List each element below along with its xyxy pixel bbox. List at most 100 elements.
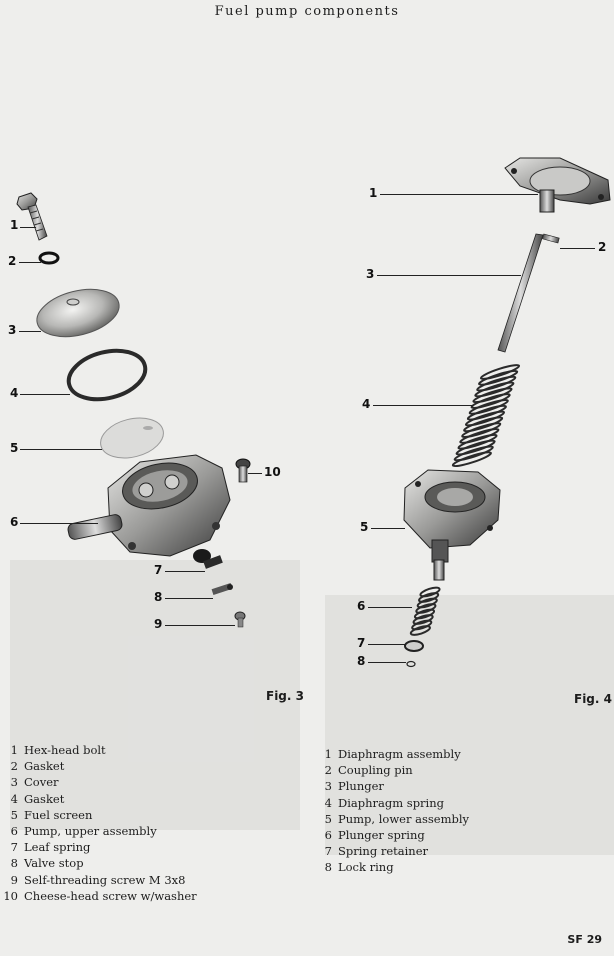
- fig3-callout-1: 1: [10, 218, 19, 232]
- fig4-leader-4: [373, 405, 473, 406]
- parts-list-item: 8 Valve stop: [2, 855, 197, 871]
- fig4-callout-1: 1: [369, 186, 378, 200]
- parts-list-item: 1 Diaphragm assembly: [316, 746, 469, 762]
- fig3-callout-6: 6: [10, 515, 19, 529]
- parts-list-label: Pump, upper assembly: [24, 824, 157, 839]
- fig4-callout-5: 5: [360, 520, 369, 534]
- fig4-callout-3: 3: [366, 267, 375, 281]
- parts-list-number: 8: [324, 860, 332, 875]
- plunger-part: [497, 233, 544, 353]
- bleed-through-left: [10, 560, 300, 830]
- pump-upper-assembly-part: [67, 454, 231, 557]
- parts-list-item: 3 Plunger: [316, 778, 469, 794]
- fig4-callout-6: 6: [357, 599, 366, 613]
- diaphragm-spring-part: [451, 364, 521, 468]
- fig3-leader-7: [165, 571, 205, 572]
- parts-list-label: Gasket: [24, 759, 65, 774]
- parts-list-label: Pump, lower assembly: [338, 811, 470, 826]
- parts-list-item: 2 Gasket: [2, 758, 197, 774]
- parts-list-number: 6: [10, 824, 18, 839]
- parts-list-label: Plunger spring: [338, 828, 425, 843]
- parts-list-item: 9 Self-threading screw M 3x8: [2, 872, 197, 888]
- fig3-leader-6: [20, 523, 98, 524]
- fig4-callout-4: 4: [362, 397, 371, 411]
- cover-part: [36, 288, 120, 338]
- fig3-callout-7: 7: [154, 563, 163, 577]
- lock-ring-part: [406, 660, 416, 668]
- fig4-leader-1: [380, 194, 538, 195]
- fig4-leader-5: [371, 528, 405, 529]
- self-threading-screw-part: [234, 611, 246, 628]
- fig4-callout-7: 7: [357, 636, 366, 650]
- fig3-leader-5: [20, 449, 102, 450]
- fig3-leader-10: [248, 473, 262, 474]
- parts-list-number: 3: [324, 779, 332, 794]
- parts-list-label: Fuel screen: [24, 807, 93, 822]
- page-number: SF 29: [567, 933, 602, 946]
- parts-list-number: 4: [10, 791, 18, 806]
- page-title: Fuel pump components: [214, 4, 400, 19]
- parts-list-item: 4 Diaphragm spring: [316, 795, 469, 811]
- fig3-caption: Fig. 3: [266, 689, 304, 703]
- parts-list-label: Gasket: [24, 791, 65, 806]
- parts-list-number: 2: [324, 763, 332, 778]
- fig4-leader-3: [377, 275, 521, 276]
- fig4-callout-2: 2: [598, 240, 607, 254]
- parts-list-label: Plunger: [338, 779, 384, 794]
- diaphragm-assembly-part: [504, 157, 611, 213]
- parts-list-label: Leaf spring: [24, 840, 91, 855]
- fig3-leader-8: [165, 598, 213, 599]
- parts-list-item: 6 Pump, upper assembly: [2, 823, 197, 839]
- parts-list-number: 2: [10, 759, 18, 774]
- cheese-head-screw-part: [235, 458, 251, 483]
- fig3-callout-8: 8: [154, 590, 163, 604]
- parts-list-label: Spring retainer: [338, 844, 429, 859]
- parts-list-label: Cover: [24, 775, 59, 790]
- fig3-leader-9: [165, 625, 235, 626]
- parts-list-number: 7: [324, 844, 332, 859]
- parts-list-number: 9: [10, 872, 18, 887]
- fig3-callout-5: 5: [10, 441, 19, 455]
- parts-list-label: Diaphragm assembly: [338, 747, 461, 761]
- gasket-large-part: [66, 348, 148, 402]
- parts-list-number: 7: [10, 840, 18, 855]
- fig3-callout-4: 4: [10, 386, 19, 400]
- parts-list-item: 5 Fuel screen: [2, 807, 197, 823]
- fig3-leader-2: [19, 262, 41, 263]
- parts-list-label: Valve stop: [24, 856, 84, 871]
- parts-list-number: 1: [10, 743, 18, 757]
- fig3-callout-2: 2: [8, 254, 17, 268]
- parts-list-item: 4 Gasket: [2, 791, 197, 807]
- valve-stop-part: [211, 583, 233, 595]
- fig3-leader-4: [20, 394, 70, 395]
- parts-list-label: Self-threading screw M 3x8: [24, 872, 186, 887]
- parts-list-number: 5: [324, 811, 332, 826]
- parts-list-label: Diaphragm spring: [338, 795, 445, 810]
- fig3-leader-1: [20, 227, 36, 228]
- fig3-callout-3: 3: [8, 323, 17, 337]
- hex-head-bolt-part: [16, 192, 48, 241]
- parts-list-number: 4: [324, 795, 332, 810]
- fig4-callout-8: 8: [357, 654, 366, 668]
- bleed-through-right: [325, 595, 614, 855]
- fig4-leader-2: [560, 248, 595, 249]
- parts-list-number: 8: [10, 856, 18, 871]
- leaf-spring-part: [193, 549, 223, 569]
- spring-retainer-part: [404, 640, 424, 652]
- fig3-callout-10: 10: [264, 465, 281, 479]
- parts-list-label: Cheese-head screw w/washer: [24, 888, 197, 903]
- gasket-ring-part: [38, 251, 60, 265]
- fig4-leader-6: [368, 607, 412, 608]
- fuel-screen-part: [100, 417, 164, 459]
- fig4-leader-8: [368, 662, 406, 663]
- pump-lower-assembly-part: [403, 469, 501, 581]
- parts-list-number: 5: [10, 807, 18, 822]
- parts-list-number: 1: [324, 747, 332, 761]
- fig4-caption: Fig. 4: [574, 692, 612, 706]
- parts-list-number: 6: [324, 828, 332, 843]
